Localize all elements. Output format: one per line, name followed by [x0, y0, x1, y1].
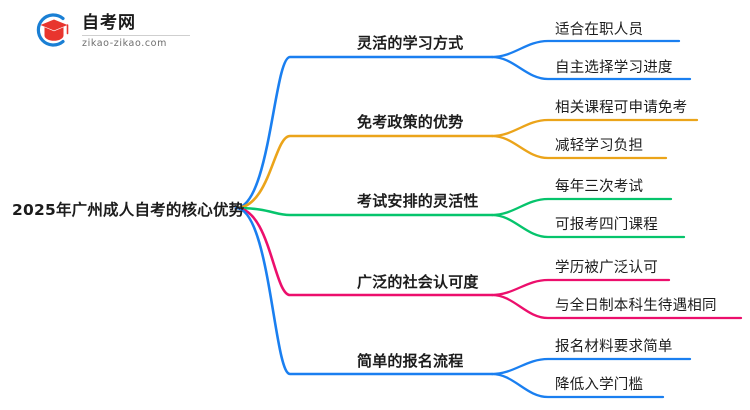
leaf-node-5-2[interactable]: 降低入学门槛: [555, 377, 644, 393]
graduation-cap-icon: [30, 10, 74, 50]
leaf-node-4-2[interactable]: 与全日制本科生待遇相同: [555, 298, 717, 314]
leaf-node-5-1[interactable]: 报名材料要求简单: [555, 339, 673, 355]
logo-divider: [82, 34, 190, 36]
branch-node-4[interactable]: 广泛的社会认可度: [357, 273, 479, 291]
leaf-node-3-1[interactable]: 每年三次考试: [555, 179, 644, 195]
root-node[interactable]: 2025年广州成人自考的核心优势: [12, 201, 245, 219]
branch-node-2[interactable]: 免考政策的优势: [357, 113, 464, 131]
leaf-node-2-2[interactable]: 减轻学习负担: [555, 138, 644, 154]
leaf-node-4-1[interactable]: 学历被广泛认可: [555, 260, 658, 276]
logo-url: zikao-zikao.com: [82, 37, 167, 49]
leaf-node-1-1[interactable]: 适合在职人员: [555, 22, 644, 38]
branch-node-3[interactable]: 考试安排的灵活性: [357, 192, 479, 210]
leaf-node-1-2[interactable]: 自主选择学习进度: [555, 60, 673, 76]
branch-node-5[interactable]: 简单的报名流程: [357, 352, 464, 370]
leaf-node-3-2[interactable]: 可报考四门课程: [555, 217, 658, 233]
site-logo[interactable]: 自考网 zikao-zikao.com: [30, 10, 190, 50]
logo-name: 自考网: [82, 12, 136, 33]
logo-text-block: 自考网 zikao-zikao.com: [82, 12, 190, 49]
leaf-node-2-1[interactable]: 相关课程可申请免考: [555, 100, 688, 116]
branch-node-1[interactable]: 灵活的学习方式: [357, 34, 464, 52]
